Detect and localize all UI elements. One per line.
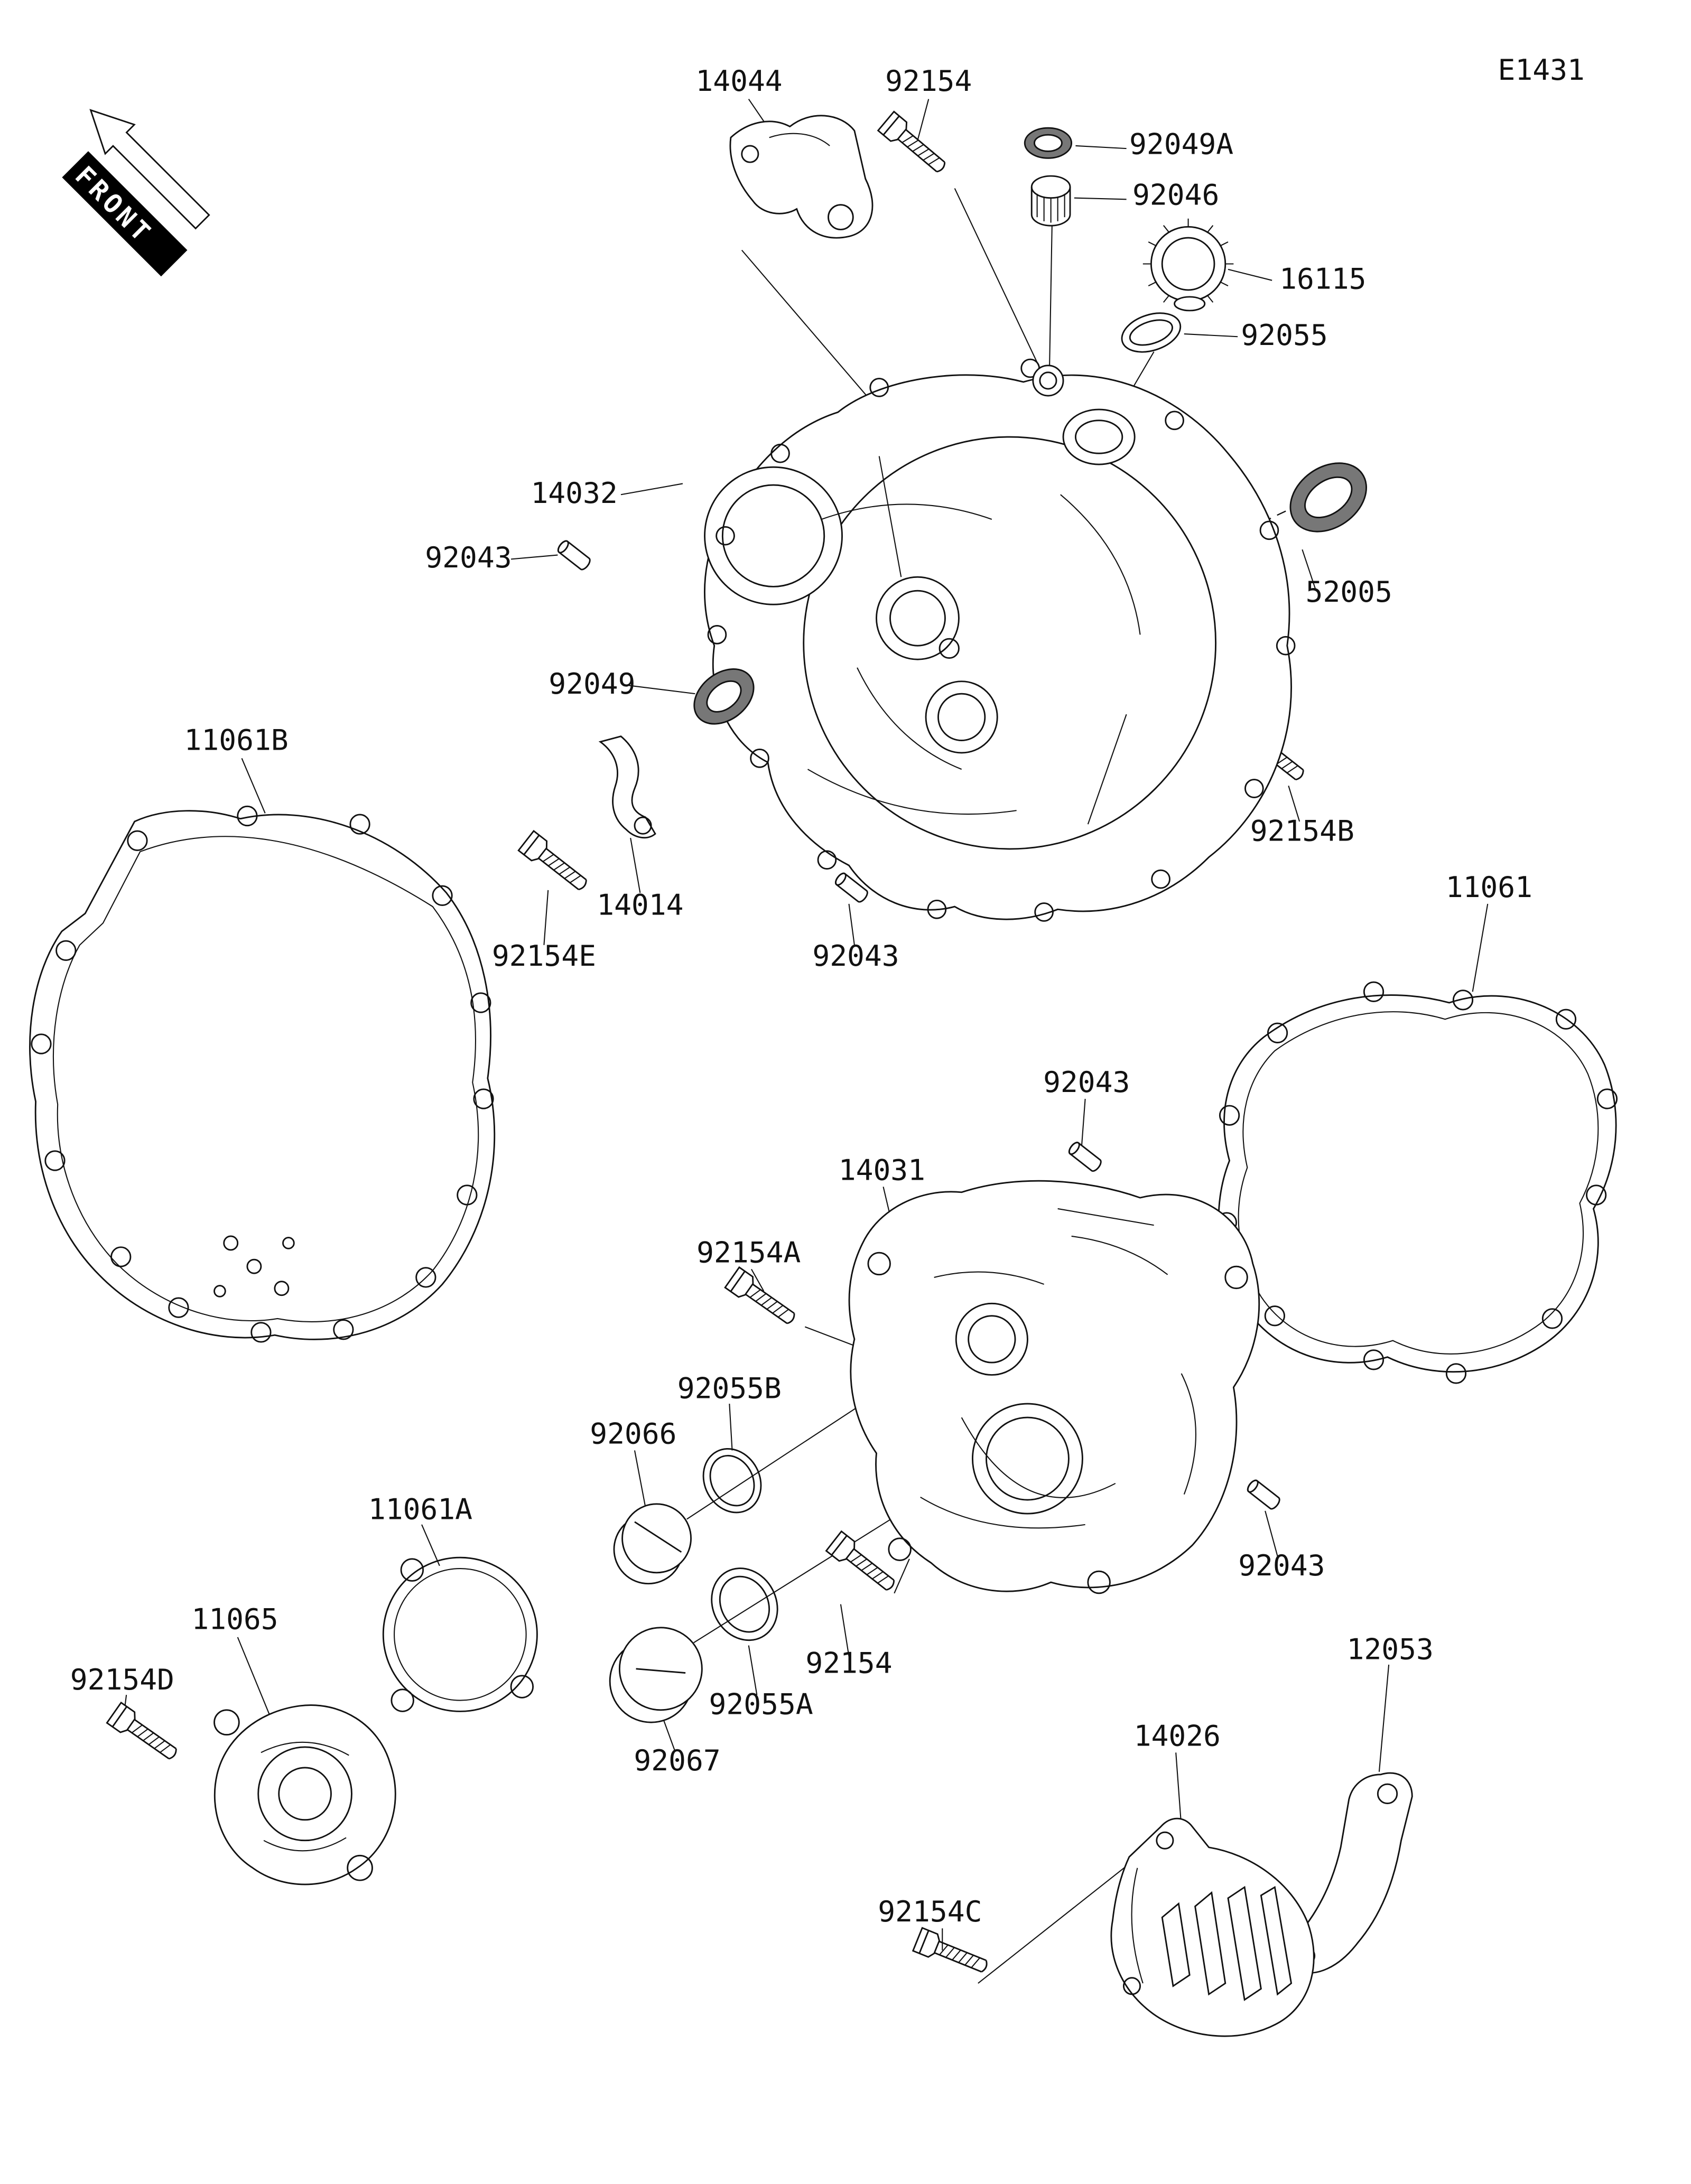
- part-label-92049A: 92049A: [1129, 127, 1233, 161]
- gasket-11061A: [382, 1556, 538, 1712]
- bolt-92154C: [912, 1927, 992, 1980]
- part-label-11065: 11065: [191, 1602, 278, 1636]
- part-label-92055B: 92055B: [677, 1371, 782, 1405]
- part-label-92066: 92066: [590, 1416, 676, 1450]
- seal-cap-92049A: [1024, 127, 1073, 159]
- part-labels: 14044 92154 92049A 92046 16115 92055 140…: [70, 64, 1532, 1928]
- bolt-92154E: [517, 830, 593, 897]
- part-label-92043-1: 92043: [425, 540, 512, 574]
- part-label-14032: 14032: [531, 476, 617, 510]
- part-label-92043-2: 92043: [812, 939, 899, 973]
- part-label-92154D: 92154D: [70, 1663, 174, 1696]
- lever-14014: [598, 735, 656, 838]
- part-label-92067: 92067: [634, 1743, 720, 1777]
- part-label-11061A: 11061A: [368, 1492, 472, 1526]
- seal-52005: [1289, 462, 1367, 533]
- part-label-14014: 14014: [597, 888, 683, 922]
- front-marker: FRONT: [62, 109, 210, 277]
- pulser-cover-11065: [213, 1704, 396, 1886]
- part-label-92046: 92046: [1132, 178, 1219, 212]
- gasket-11061B: [29, 805, 496, 1343]
- part-label-92154C: 92154C: [878, 1894, 982, 1928]
- plug-92067: [609, 1627, 703, 1723]
- page-code: E1431: [1498, 53, 1585, 87]
- clutch-cover-14032: [704, 358, 1296, 922]
- oil-filler-cap-16115: [1142, 218, 1234, 312]
- part-label-14031: 14031: [839, 1153, 925, 1187]
- part-label-92154B: 92154B: [1250, 814, 1354, 847]
- o-ring-92055: [1121, 312, 1182, 353]
- front-arrow-icon: [89, 109, 210, 230]
- bolt-92154D: [106, 1702, 183, 1766]
- part-label-52005: 52005: [1306, 575, 1392, 609]
- part-label-11061: 11061: [1446, 870, 1532, 904]
- gasket-11061: [1216, 981, 1618, 1384]
- part-label-11061B: 11061B: [184, 723, 289, 757]
- bracket-14044: [729, 115, 874, 239]
- part-label-92055: 92055: [1241, 318, 1327, 352]
- part-label-92049: 92049: [549, 667, 635, 701]
- bolt-92154: [877, 110, 952, 179]
- needle-bearing-92046: [1030, 175, 1071, 227]
- part-label-92154-2: 92154: [805, 1646, 892, 1680]
- part-label-92154: 92154: [885, 64, 972, 98]
- plug-92066: [613, 1503, 692, 1585]
- part-label-92043-4: 92043: [1238, 1548, 1325, 1582]
- bolt-92154-lower: [825, 1530, 900, 1597]
- part-label-14044: 14044: [695, 64, 782, 98]
- pin-92043-mid: [1066, 1140, 1104, 1174]
- part-label-12053: 12053: [1347, 1632, 1434, 1666]
- sprocket-cover-14026: [1110, 1817, 1315, 2037]
- part-label-92043-3: 92043: [1043, 1065, 1130, 1099]
- part-label-92154E: 92154E: [492, 939, 596, 973]
- part-label-92154A: 92154A: [696, 1235, 801, 1269]
- generator-cover-14031: [848, 1180, 1260, 1594]
- o-ring-92055A: [711, 1567, 778, 1641]
- o-ring-92055B: [702, 1448, 762, 1514]
- seal-92049: [693, 668, 755, 725]
- bolt-92154A: [724, 1266, 801, 1331]
- part-label-92055A: 92055A: [709, 1687, 813, 1721]
- pin-92043-left: [555, 538, 593, 572]
- pin-92043-right: [1245, 1478, 1283, 1511]
- part-label-16115: 16115: [1279, 262, 1366, 295]
- part-label-14026: 14026: [1134, 1719, 1221, 1752]
